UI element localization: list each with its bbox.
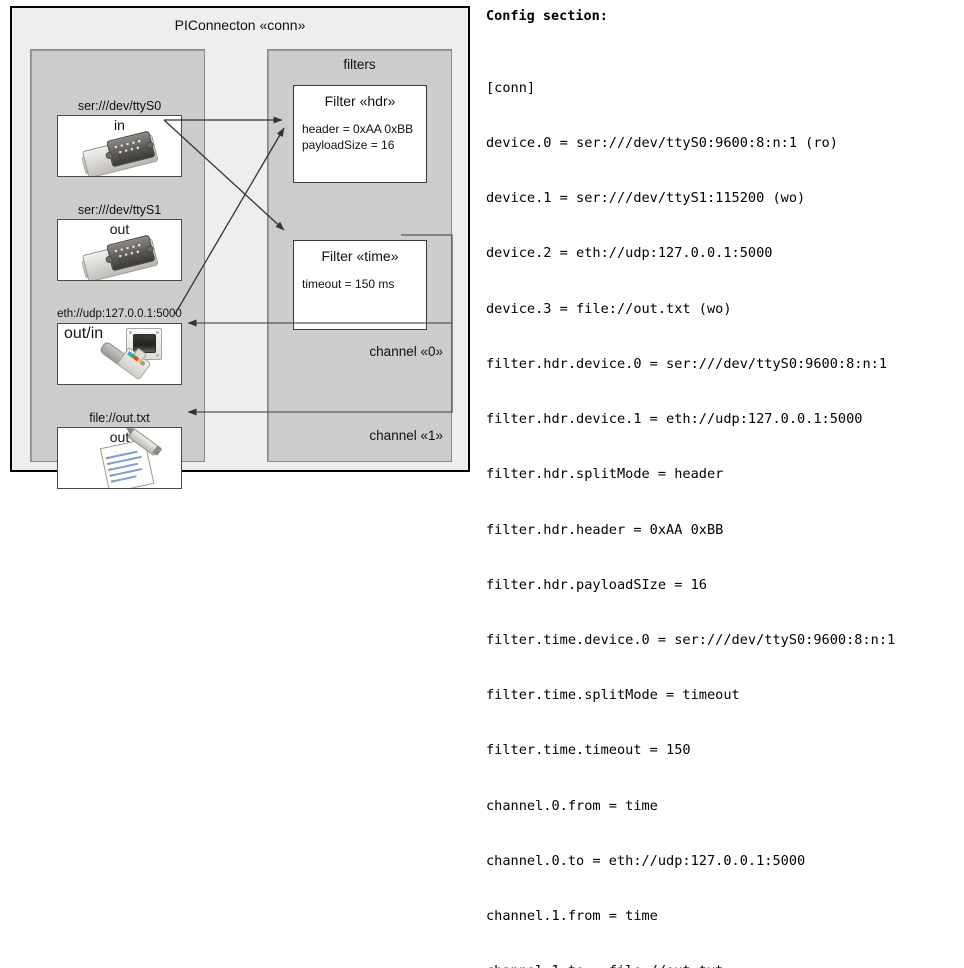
device-box[interactable]: out <box>57 219 182 281</box>
config-heading: Config section: <box>486 8 608 24</box>
config-panel: Config section: [conn] device.0 = ser://… <box>482 0 964 968</box>
device-label: file://out.txt <box>89 411 150 425</box>
device-node-eth[interactable]: eth://udp:127.0.0.1:5000 out/in <box>57 306 182 385</box>
component-title: PIConnecton «conn» <box>174 17 306 33</box>
component-frame: PIConnecton «conn» ser:///dev/ttyS0 in s… <box>10 6 470 489</box>
filter-node-time[interactable]: Filter «time» timeout = 150 ms <box>293 240 427 330</box>
device-box[interactable]: in <box>57 115 182 177</box>
filter-properties: timeout = 150 ms <box>302 276 426 292</box>
config-line: device.0 = ser:///dev/ttyS0:9600:8:n:1 (… <box>486 135 838 152</box>
filters-panel: filters Filter «hdr» header = 0xAA 0xBB … <box>267 49 452 462</box>
config-line: filter.hdr.splitMode = header <box>486 466 724 483</box>
config-line: device.3 = file://out.txt (wo) <box>486 300 732 317</box>
serial-port-icon <box>81 232 162 280</box>
device-label: ser:///dev/ttyS1 <box>77 203 162 217</box>
config-line: filter.hdr.device.1 = eth://udp:127.0.0.… <box>486 411 863 428</box>
filters-panel-title: filters <box>343 57 376 72</box>
filter-node-hdr[interactable]: Filter «hdr» header = 0xAA 0xBB payloadS… <box>293 85 427 183</box>
config-line: channel.0.to = eth://udp:127.0.0.1:5000 <box>486 852 806 869</box>
filter-title: Filter «hdr» <box>324 93 396 109</box>
device-node-ttys0[interactable]: ser:///dev/ttyS0 in <box>57 98 182 177</box>
device-direction: out <box>109 429 130 445</box>
serial-port-icon <box>81 128 162 176</box>
devices-panel: ser:///dev/ttyS0 in ser:///dev/ttyS1 out <box>30 49 205 489</box>
filter-property: payloadSize = 16 <box>302 138 395 152</box>
config-line: filter.time.device.0 = ser:///dev/ttyS0:… <box>486 632 896 648</box>
config-line: channel.0.from = time <box>486 797 658 814</box>
device-box[interactable]: out <box>57 427 182 489</box>
filter-property: timeout = 150 ms <box>302 277 395 291</box>
config-line: filter.hdr.header = 0xAA 0xBB <box>486 521 724 538</box>
filter-title: Filter «time» <box>321 248 399 264</box>
config-line: channel.1.from = time <box>486 908 658 925</box>
device-node-file[interactable]: file://out.txt out <box>57 410 182 489</box>
config-line: filter.hdr.payloadSIze = 16 <box>486 576 707 593</box>
device-direction: out <box>109 221 130 237</box>
config-lines: [conn] device.0 = ser:///dev/ttyS0:9600:… <box>486 42 895 968</box>
config-line: device.1 = ser:///dev/ttyS1:115200 (wo) <box>486 190 806 207</box>
device-node-ttys1[interactable]: ser:///dev/ttyS1 out <box>57 202 182 281</box>
config-line: [conn] <box>486 79 536 96</box>
config-line: filter.time.splitMode = timeout <box>486 687 740 704</box>
filter-property: header = 0xAA 0xBB <box>302 122 414 136</box>
device-label: ser:///dev/ttyS0 <box>77 99 162 113</box>
device-direction: out/in <box>64 325 104 342</box>
device-label: eth://udp:127.0.0.1:5000 <box>57 308 182 320</box>
config-line: channel.1.to = file://out.txt <box>486 962 895 968</box>
config-line: filter.time.timeout = 150 <box>486 742 691 759</box>
device-box[interactable]: out/in <box>57 323 182 385</box>
config-line: device.2 = eth://udp:127.0.0.1:5000 <box>486 245 773 262</box>
filter-properties: header = 0xAA 0xBB payloadSize = 16 <box>302 121 426 153</box>
channel-1-label: channel «1» <box>369 428 443 443</box>
channel-0-label: channel «0» <box>369 344 443 359</box>
config-line: filter.hdr.device.0 = ser:///dev/ttyS0:9… <box>486 355 888 372</box>
device-direction: in <box>114 117 125 133</box>
